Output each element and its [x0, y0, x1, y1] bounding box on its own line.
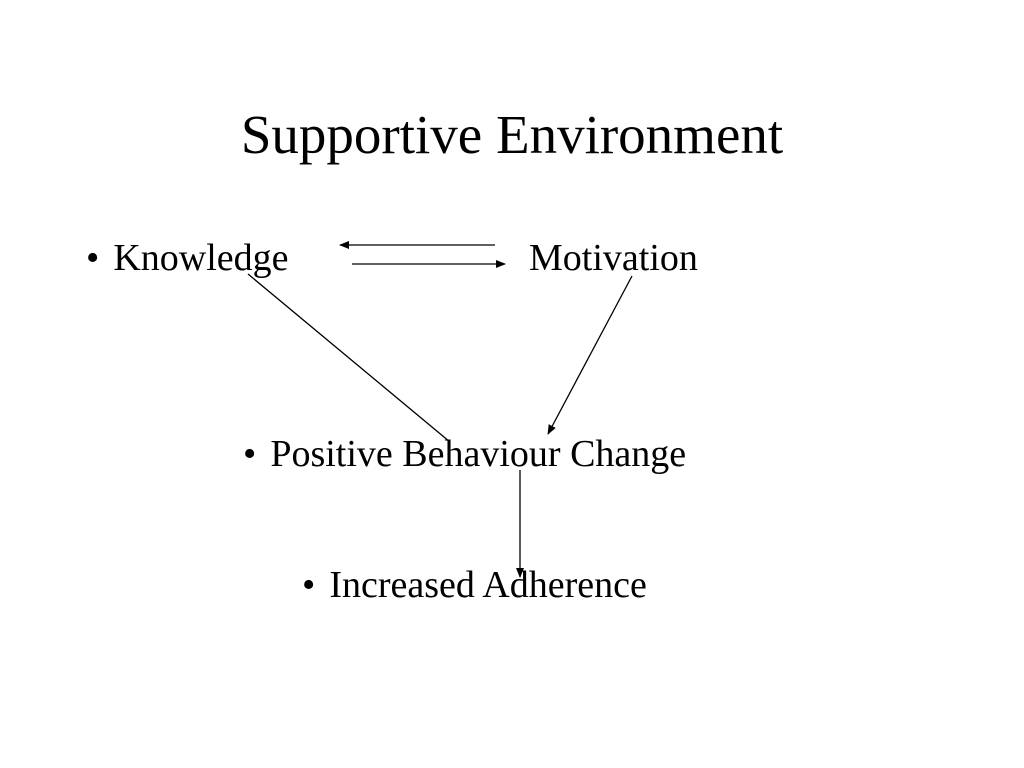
bullet-behaviour-change: • Positive Behaviour Change — [243, 431, 686, 477]
slide-title: Supportive Environment — [240, 104, 784, 165]
node-knowledge: Knowledge — [113, 237, 289, 279]
node-behaviour-change: Positive Behaviour Change — [270, 433, 687, 475]
edge-knowledge-to-behaviour — [247, 273, 451, 443]
node-motivation: Motivation — [529, 237, 698, 279]
bullet-icon: • — [243, 433, 257, 475]
bullet-icon: • — [302, 564, 316, 606]
bullet-icon: • — [86, 237, 100, 279]
bullet-knowledge: • Knowledge — [86, 235, 289, 281]
bullet-adherence: • Increased Adherence — [302, 562, 647, 608]
node-adherence: Increased Adherence — [329, 564, 647, 606]
edge-motivation-to-behaviour — [547, 275, 633, 435]
